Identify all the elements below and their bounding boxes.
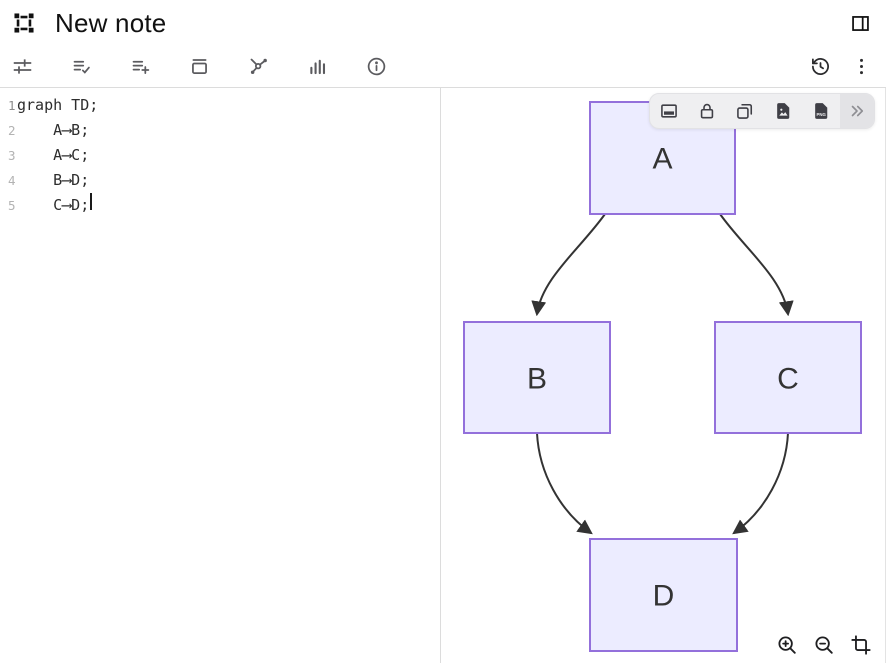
node-C[interactable] — [714, 321, 862, 434]
toolbar — [0, 46, 886, 87]
text-cursor — [90, 193, 92, 210]
flowchart-svg: A B C D — [463, 101, 862, 652]
code-line: 3 A⟶C; — [0, 143, 440, 168]
zoom-out-button[interactable] — [812, 633, 836, 657]
sidebar-right-toggle-button[interactable] — [845, 8, 875, 38]
history-button[interactable] — [803, 50, 837, 84]
line-number: 5 — [8, 198, 16, 213]
zoom-out-icon — [813, 634, 835, 656]
kebab-menu-icon — [851, 56, 872, 77]
bottom-panel-button[interactable] — [650, 94, 688, 128]
zoom-in-icon — [776, 634, 798, 656]
code-text: C⟶D; — [17, 196, 90, 214]
node-D-label: D — [653, 580, 675, 613]
sidebar-right-icon — [850, 13, 871, 34]
lock-icon — [697, 101, 717, 121]
bar-chart-icon — [307, 56, 328, 77]
node-B[interactable] — [463, 321, 611, 434]
png-label: PNG — [816, 112, 826, 117]
line-number: 4 — [8, 173, 16, 188]
edge-A-B — [531, 213, 606, 317]
copy-button[interactable] — [726, 94, 764, 128]
list-plus-button[interactable] — [118, 50, 162, 84]
code-editor[interactable]: 1 graph TD; 2 A⟶B; 3 A⟶C; 4 B⟶D; 5 C⟶D; — [0, 88, 441, 663]
list-check-button[interactable] — [59, 50, 103, 84]
node-C-label: C — [777, 363, 799, 396]
node-D[interactable] — [589, 538, 738, 652]
png-file-icon: PNG — [811, 101, 831, 121]
code-line: 1 graph TD; — [0, 93, 440, 118]
code-line: 4 B⟶D; — [0, 168, 440, 193]
diagram-canvas[interactable]: A B C D — [441, 88, 886, 663]
line-number: 1 — [8, 98, 16, 113]
crop-icon — [850, 634, 872, 656]
code-line: 5 C⟶D; — [0, 193, 440, 218]
zoom-in-button[interactable] — [775, 633, 799, 657]
history-icon — [810, 56, 831, 77]
main-split: 1 graph TD; 2 A⟶B; 3 A⟶C; 4 B⟶D; 5 C⟶D; — [0, 88, 886, 663]
code-text: graph TD; — [17, 96, 99, 114]
tune-icon — [12, 56, 33, 77]
diagram-floating-toolbar: PNG — [649, 93, 875, 129]
app-logo-selection-frame-icon — [10, 9, 38, 37]
fit-view-button[interactable] — [849, 633, 873, 657]
lock-button[interactable] — [688, 94, 726, 128]
export-image-button[interactable] — [764, 94, 802, 128]
page-title: New note — [55, 7, 167, 38]
toolbar-expand-button[interactable] — [840, 94, 874, 128]
code-line: 2 A⟶B; — [0, 118, 440, 143]
image-file-icon — [773, 101, 793, 121]
archive-icon — [189, 56, 210, 77]
flowchart-icon — [248, 56, 269, 77]
node-B-label: B — [527, 363, 547, 396]
node-A-label: A — [652, 143, 672, 176]
header: New note — [0, 0, 886, 88]
archive-button[interactable] — [177, 50, 221, 84]
chevrons-right-icon — [848, 102, 866, 120]
bar-chart-button[interactable] — [295, 50, 339, 84]
info-icon — [366, 56, 387, 77]
edge-B-D — [536, 432, 593, 535]
code-text: B⟶D; — [17, 171, 90, 189]
line-number: 2 — [8, 123, 16, 138]
edge-C-D — [732, 432, 789, 535]
edges — [531, 213, 794, 535]
zoom-controls — [775, 633, 873, 657]
title-row: New note — [0, 0, 886, 46]
toolbar-left — [0, 50, 398, 84]
nodes: A B C D — [463, 101, 862, 652]
line-number: 3 — [8, 148, 16, 163]
list-plus-icon — [130, 56, 151, 77]
list-check-icon — [71, 56, 92, 77]
code-text: A⟶B; — [17, 121, 90, 139]
flowchart-button[interactable] — [236, 50, 280, 84]
code-text: A⟶C; — [17, 146, 90, 164]
info-button[interactable] — [354, 50, 398, 84]
copy-icon — [735, 101, 755, 121]
kebab-menu-button[interactable] — [844, 50, 878, 84]
toolbar-right — [803, 50, 886, 84]
bottom-panel-icon — [659, 101, 679, 121]
tune-button[interactable] — [0, 50, 44, 84]
export-png-button[interactable]: PNG — [802, 94, 840, 128]
edge-A-C — [719, 213, 794, 317]
